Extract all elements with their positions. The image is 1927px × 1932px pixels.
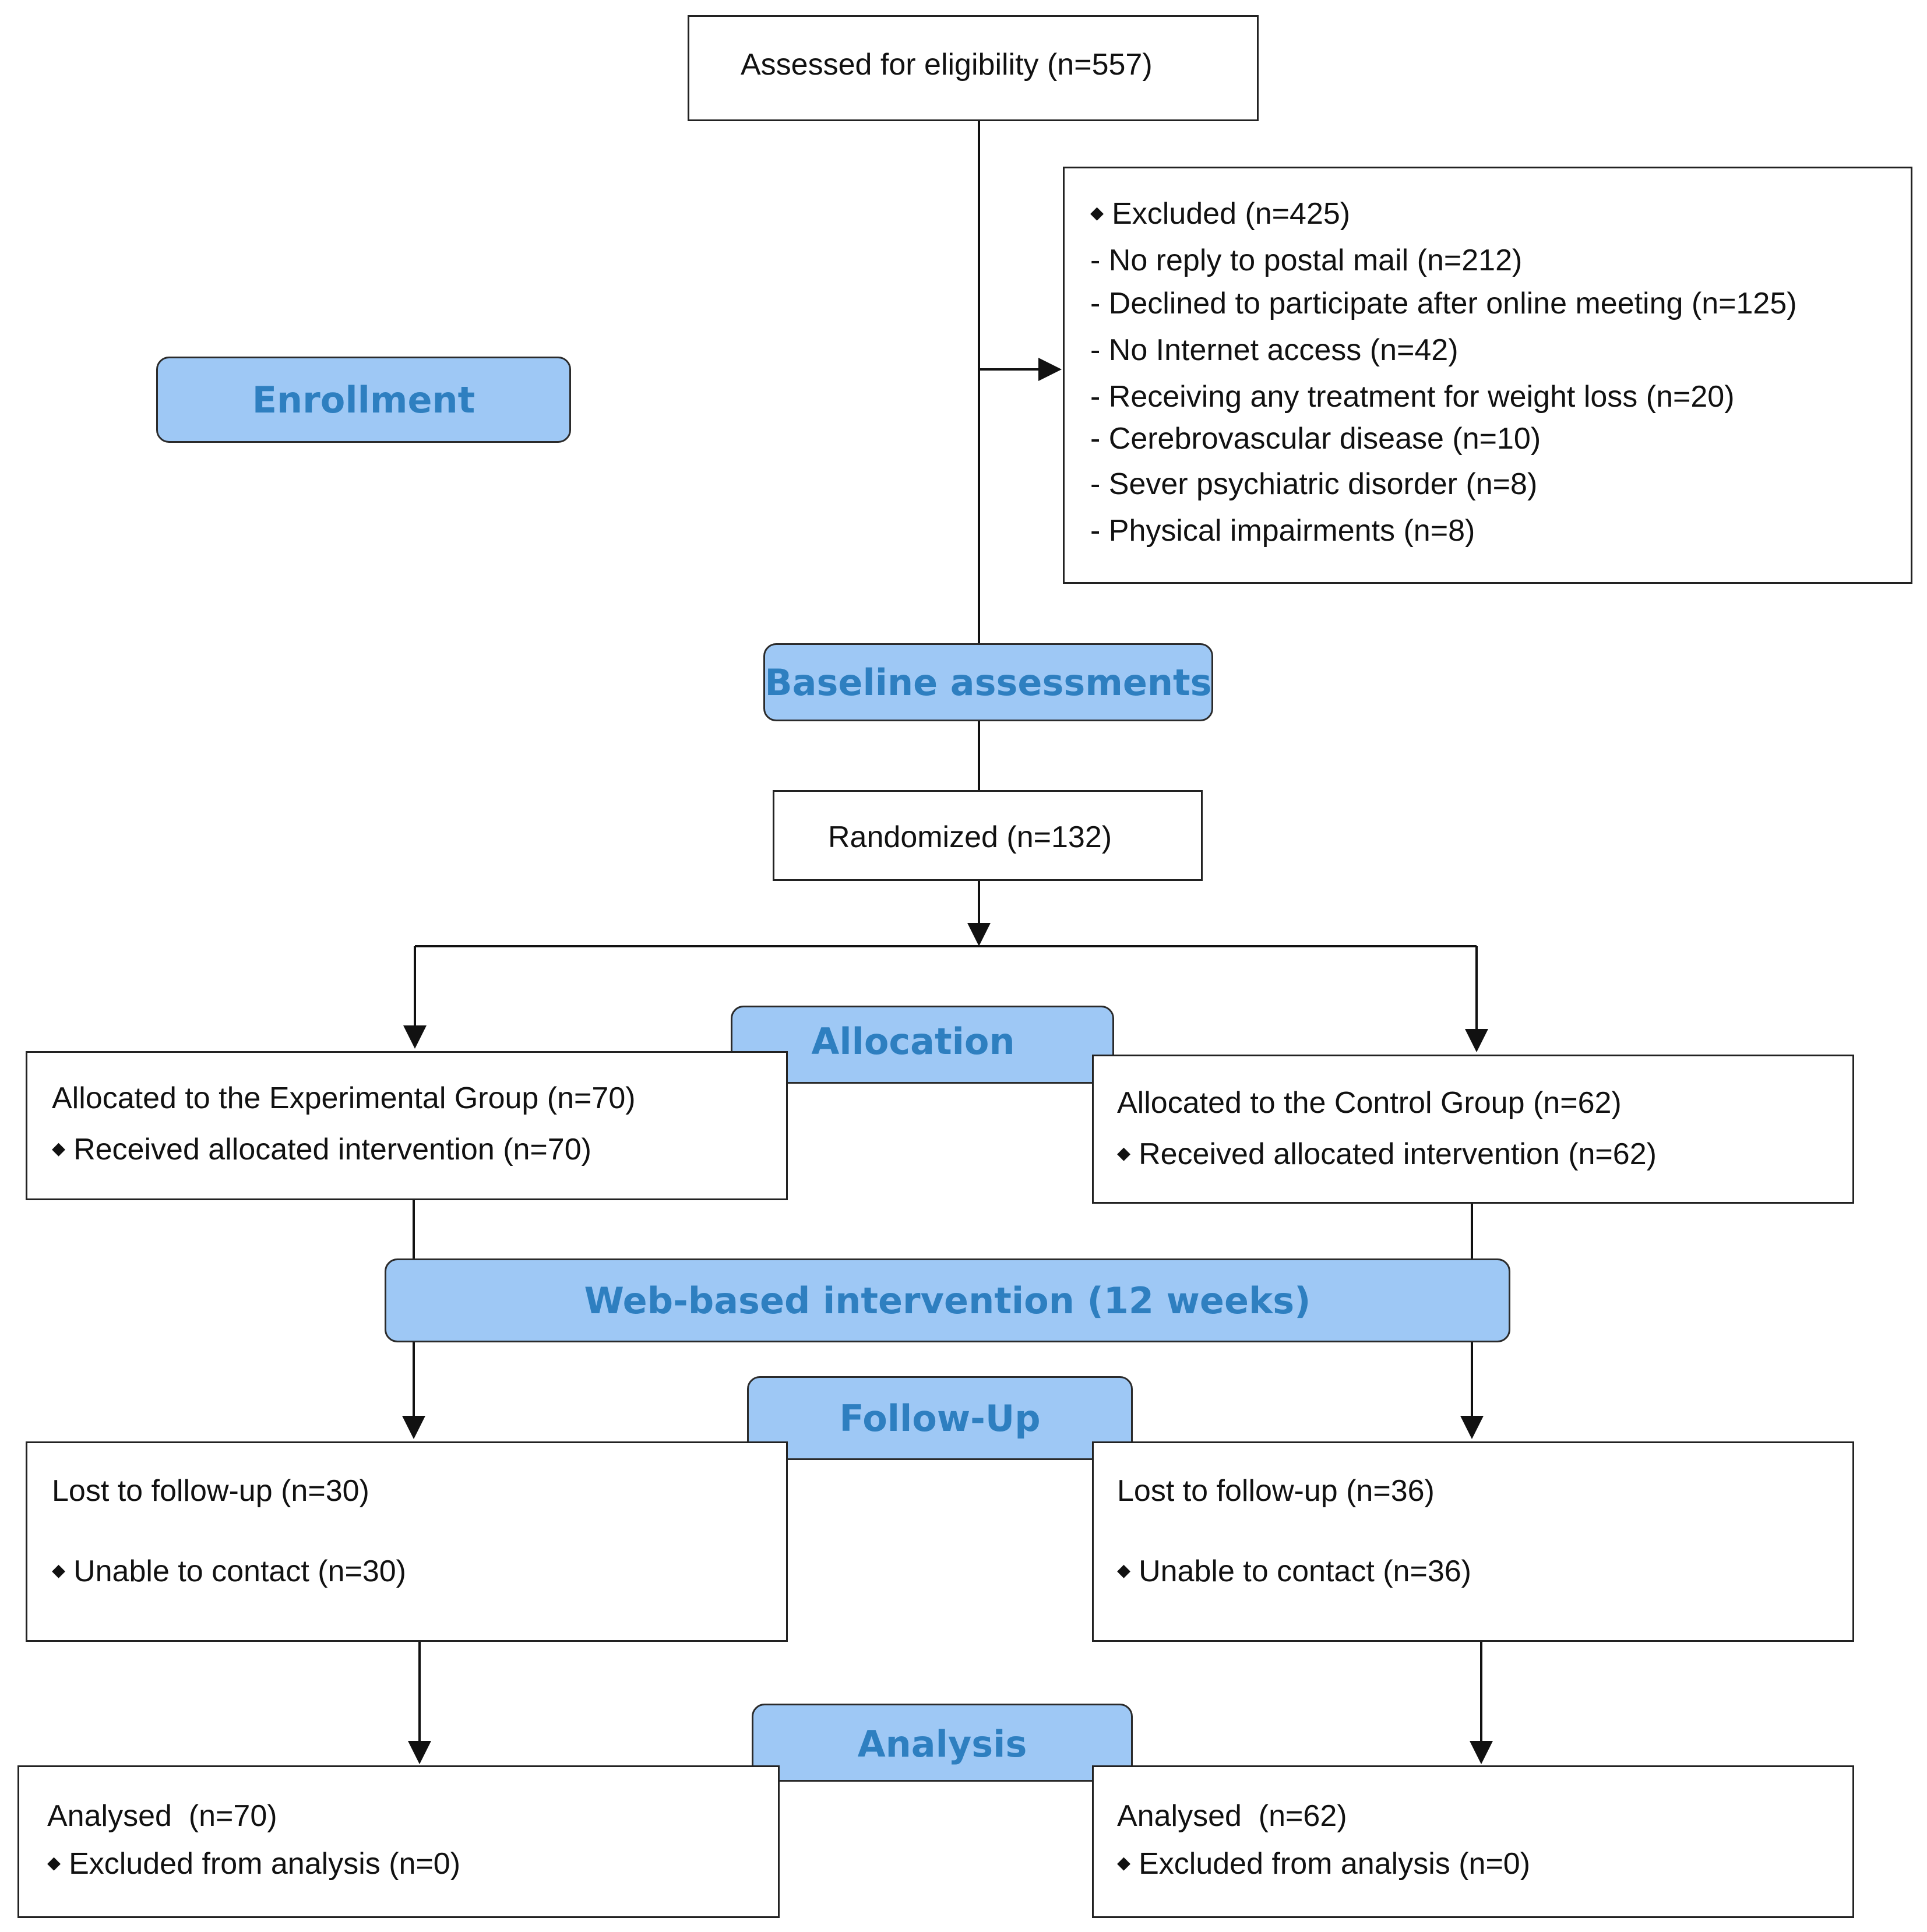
- excluded-reason: - Sever psychiatric disorder (n=8): [1090, 467, 1538, 501]
- experimental-followup-box: Lost to follow-up (n=30) ◆ Unable to cont…: [26, 1441, 788, 1642]
- control-followup-box: Lost to follow-up (n=36) ◆ Unable to cont…: [1092, 1441, 1854, 1642]
- experimental-lost-reason-text: Unable to contact (n=30): [73, 1554, 406, 1588]
- stage-intervention-label: Web-based intervention (12 weeks): [584, 1279, 1311, 1322]
- stage-followup: Follow-Up: [747, 1376, 1133, 1460]
- experimental-excluded-analysis-text: Excluded from analysis (n=0): [69, 1847, 461, 1881]
- excluded-reason: - Cerebrovascular disease (n=10): [1090, 422, 1541, 456]
- stage-followup-label: Follow-Up: [839, 1397, 1041, 1440]
- experimental-excluded-analysis: ◆ Excluded from analysis (n=0): [47, 1849, 460, 1879]
- control-lost-reason: ◆ Unable to contact (n=36): [1117, 1556, 1471, 1587]
- control-excluded-analysis-text: Excluded from analysis (n=0): [1139, 1847, 1531, 1881]
- experimental-analysed-text: Analysed (n=70): [47, 1799, 277, 1833]
- randomized-text: Randomized (n=132): [828, 820, 1112, 854]
- stage-allocation: Allocation: [731, 1006, 1114, 1084]
- excluded-title: ◆ Excluded (n=425): [1090, 199, 1350, 229]
- excluded-reason: - No reply to postal mail (n=212): [1090, 244, 1523, 277]
- experimental-lost-reason: ◆ Unable to contact (n=30): [52, 1556, 406, 1587]
- randomized-box: Randomized (n=132): [773, 790, 1203, 881]
- control-allocated-text: Allocated to the Control Group (n=62): [1117, 1086, 1622, 1120]
- diamond-bullet-icon: ◆: [52, 1139, 66, 1159]
- assessed-text: Assessed for eligibility (n=557): [741, 48, 1153, 82]
- control-analysed-text: Analysed (n=62): [1117, 1799, 1347, 1833]
- diamond-bullet-icon: ◆: [1117, 1853, 1131, 1873]
- stage-analysis-label: Analysis: [857, 1722, 1027, 1765]
- excluded-box: ◆ Excluded (n=425) - No reply to postal m…: [1063, 167, 1912, 584]
- excluded-reason: - Declined to participate after online m…: [1090, 287, 1797, 320]
- excluded-reason: - Physical impairments (n=8): [1090, 514, 1475, 548]
- stage-analysis: Analysis: [752, 1704, 1133, 1782]
- diamond-bullet-icon: ◆: [1090, 203, 1104, 223]
- control-allocation-box: Allocated to the Control Group (n=62) ◆ R…: [1092, 1055, 1854, 1204]
- diamond-bullet-icon: ◆: [1117, 1561, 1131, 1581]
- excluded-title-text: Excluded (n=425): [1112, 197, 1351, 231]
- stage-baseline-label: Baseline assessments: [765, 661, 1212, 704]
- assessed-box: Assessed for eligibility (n=557): [688, 15, 1259, 121]
- experimental-allocated-text: Allocated to the Experimental Group (n=7…: [52, 1081, 636, 1115]
- experimental-allocation-box: Allocated to the Experimental Group (n=7…: [26, 1051, 788, 1200]
- control-received-text: Received allocated intervention (n=62): [1139, 1137, 1657, 1171]
- control-received: ◆ Received allocated intervention (n=62): [1117, 1139, 1657, 1169]
- control-analysis-box: Analysed (n=62) ◆ Excluded from analysis …: [1092, 1765, 1854, 1918]
- stage-enrollment-label: Enrollment: [252, 378, 475, 421]
- experimental-analysis-box: Analysed (n=70) ◆ Excluded from analysis …: [17, 1765, 780, 1918]
- experimental-lost-text: Lost to follow-up (n=30): [52, 1474, 369, 1508]
- control-lost-text: Lost to follow-up (n=36): [1117, 1474, 1435, 1508]
- experimental-received: ◆ Received allocated intervention (n=70): [52, 1134, 591, 1165]
- control-excluded-analysis: ◆ Excluded from analysis (n=0): [1117, 1849, 1530, 1879]
- stage-allocation-label: Allocation: [811, 1020, 1015, 1063]
- stage-enrollment: Enrollment: [156, 357, 571, 443]
- excluded-reason: - No Internet access (n=42): [1090, 333, 1459, 367]
- excluded-reason: - Receiving any treatment for weight los…: [1090, 380, 1735, 414]
- diamond-bullet-icon: ◆: [1117, 1144, 1131, 1164]
- diamond-bullet-icon: ◆: [47, 1853, 61, 1873]
- stage-intervention: Web-based intervention (12 weeks): [385, 1258, 1510, 1342]
- diamond-bullet-icon: ◆: [52, 1561, 66, 1581]
- stage-baseline: Baseline assessments: [763, 643, 1213, 721]
- experimental-received-text: Received allocated intervention (n=70): [73, 1133, 591, 1166]
- control-lost-reason-text: Unable to contact (n=36): [1139, 1554, 1471, 1588]
